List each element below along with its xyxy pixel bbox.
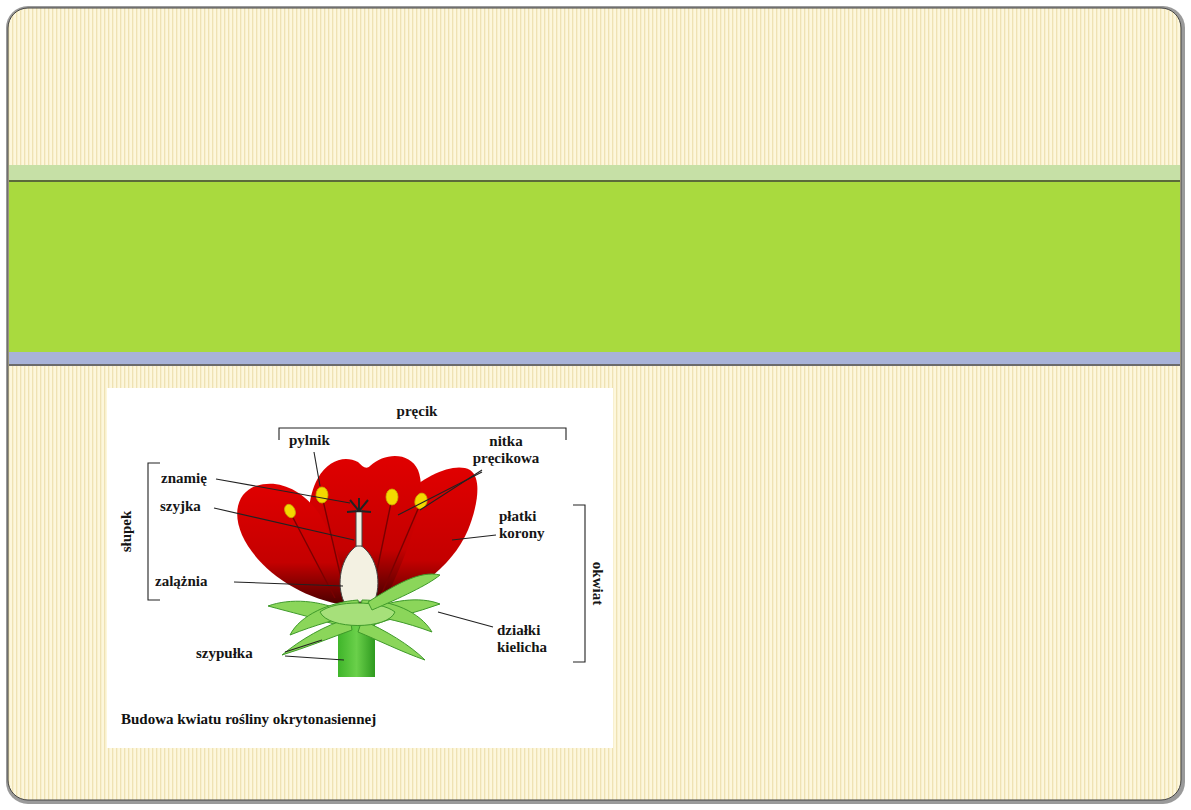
- band-line: [9, 180, 1180, 182]
- band-top-strip: [9, 165, 1180, 180]
- part-label: szyjka: [160, 498, 201, 515]
- part-label: płatki korony: [499, 508, 571, 542]
- part-label: zalążnia: [155, 573, 208, 590]
- style: [356, 510, 362, 546]
- part-label: działki kielicha: [497, 622, 569, 656]
- perianth-label: okwiat: [590, 561, 607, 604]
- perianth-bracket: [573, 505, 585, 662]
- sepals: [268, 600, 440, 660]
- green-band: [9, 182, 1180, 352]
- ovary: [340, 545, 378, 602]
- pistil-label: słupek: [118, 510, 135, 552]
- slide-shadow: [6, 6, 1185, 804]
- band-line: [9, 364, 1180, 366]
- petal: [237, 484, 350, 605]
- part-label: znamię: [161, 470, 207, 487]
- part-label: szypułka: [196, 645, 253, 662]
- stigma: [347, 498, 371, 512]
- part-label: pylnik: [289, 432, 330, 449]
- figure-caption: Budowa kwiatu rośliny okrytonasiennej: [121, 711, 376, 728]
- image-panel: [107, 388, 613, 748]
- part-label: nitka pręcikowa: [460, 433, 552, 467]
- slide-frame: [8, 8, 1181, 800]
- leader-lines: [148, 428, 585, 662]
- stamen-label: pręcik: [397, 403, 438, 420]
- band-bottom-strip: [9, 352, 1180, 364]
